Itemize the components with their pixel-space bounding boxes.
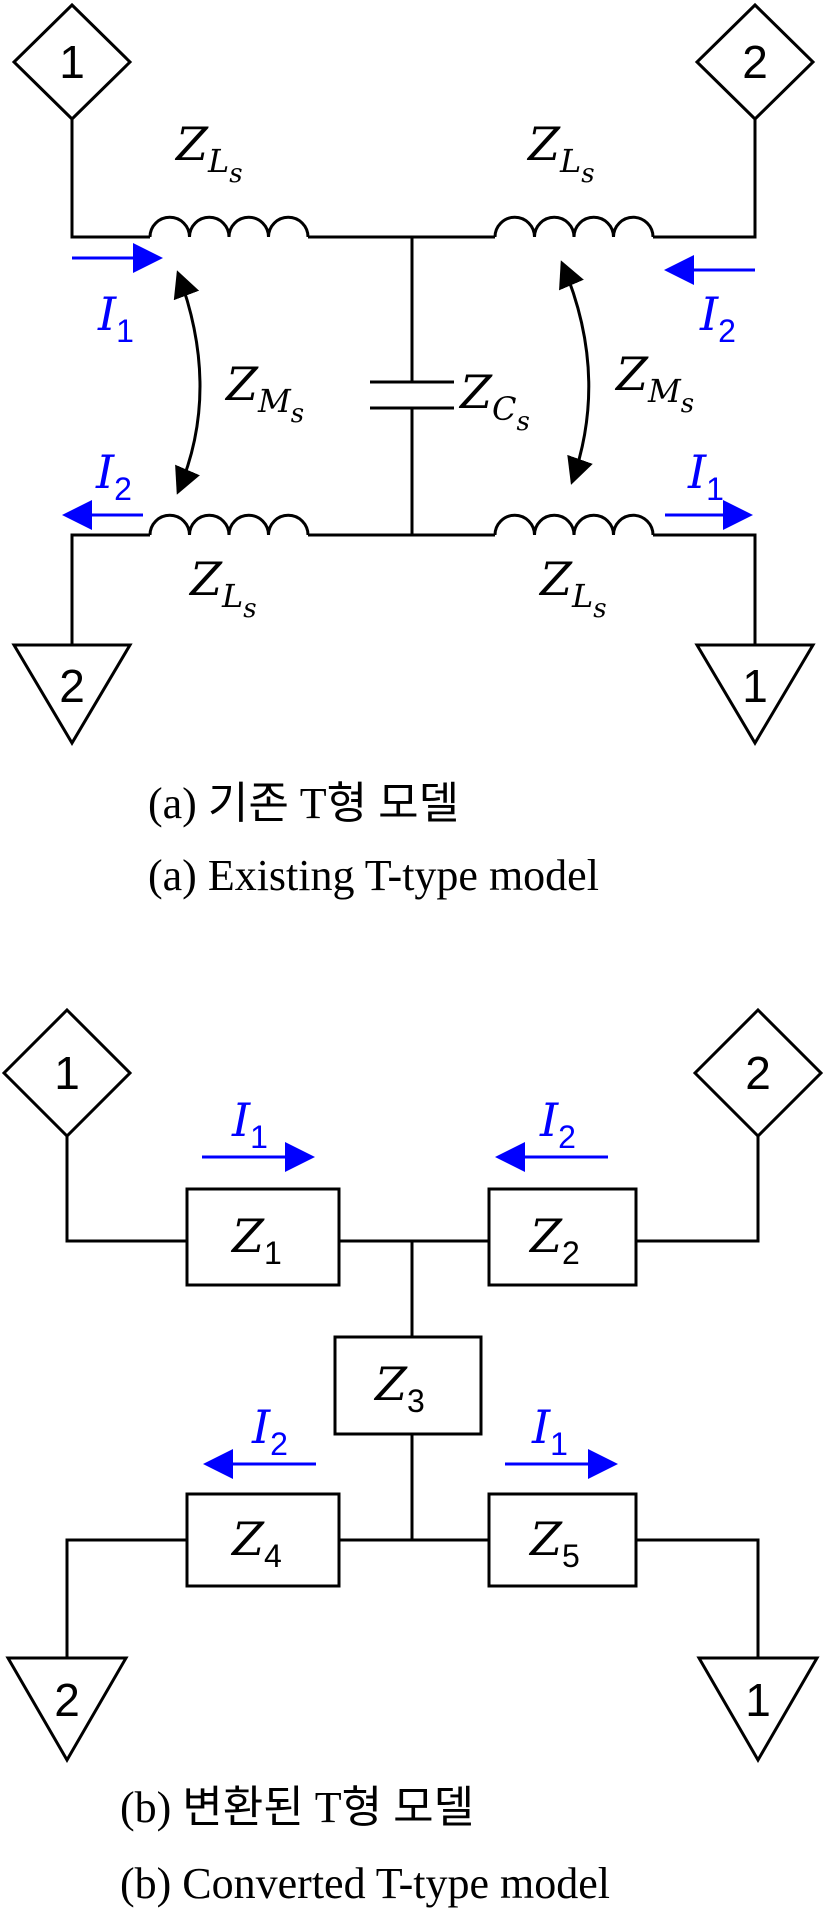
label-i2-top: I2 [539, 1093, 576, 1155]
inductor-top-left [148, 215, 310, 238]
port-label: 1 [745, 1674, 771, 1726]
port-label: 1 [54, 1047, 80, 1099]
label-zms-left: ZMs [224, 357, 304, 429]
label-i2-bottom-left: I2 [95, 445, 132, 507]
label-zls-top-right: ZLs [526, 117, 595, 189]
label-z3: Z3 [373, 1357, 425, 1419]
wire-bottom-right [653, 533, 757, 645]
caption-a-korean: (a) 기존 T형 모델 [148, 779, 459, 828]
label-z4: Z4 [230, 1512, 282, 1574]
port-2-bottom-left: 2 [5, 1656, 129, 1763]
port-2-bottom-left: 2 [11, 643, 133, 746]
port-label: 1 [742, 660, 768, 712]
label-i2-bottom: I2 [251, 1400, 288, 1462]
wire-top-left [65, 1136, 187, 1243]
wire-bottom-right [636, 1538, 760, 1658]
caption-b-korean: (b) 변환된 T형 모델 [120, 1783, 474, 1832]
port-2-top-right: 2 [692, 1007, 824, 1139]
wire-bottom-left [65, 1538, 187, 1658]
port-1-bottom-right: 1 [696, 1656, 820, 1763]
label-i2-top-right: I2 [699, 287, 736, 349]
mutual-coupling-arrow-right [559, 260, 593, 485]
port-label: 2 [745, 1047, 771, 1099]
inductor-bottom-right [493, 513, 655, 536]
port-1-bottom-right: 1 [694, 643, 816, 746]
label-i1-top: I1 [231, 1093, 268, 1155]
caption-a-english: (a) Existing T-type model [148, 851, 599, 900]
converted-t-model: 1 2 Z1 Z2 Z3 Z4 [1, 1007, 824, 1763]
impedance-box-z5: Z5 [487, 1492, 638, 1588]
port-label: 2 [59, 660, 85, 712]
impedance-box-z4: Z4 [185, 1492, 341, 1588]
wire-top-left [70, 119, 150, 239]
wire-top-right [653, 119, 757, 239]
port-1-top-left: 1 [1, 1007, 133, 1139]
port-label: 2 [54, 1674, 80, 1726]
caption-b-english: (b) Converted T-type model [120, 1859, 610, 1908]
port-label: 1 [59, 36, 85, 88]
label-zls-bottom-left: ZLs [188, 552, 257, 624]
label-z2: Z2 [528, 1209, 580, 1271]
impedance-box-z1: Z1 [185, 1187, 341, 1287]
label-zls-bottom-right: ZLs [538, 552, 607, 624]
label-i1-bottom: I1 [531, 1400, 568, 1462]
inductor-bottom-left [148, 513, 310, 536]
port-label: 2 [742, 36, 768, 88]
label-zls-top-left: ZLs [174, 117, 243, 189]
impedance-box-z2: Z2 [487, 1187, 638, 1287]
inductor-top-right [493, 215, 655, 238]
label-i1-bottom-right: I1 [687, 445, 724, 507]
port-2-top-right: 2 [694, 2, 816, 122]
mutual-coupling-arrow-left [173, 270, 202, 495]
label-z5: Z5 [528, 1512, 580, 1574]
existing-t-model: 1 2 2 1 [11, 2, 816, 746]
wire-top-right [636, 1136, 760, 1243]
label-zms-right: ZMs [614, 347, 694, 419]
wire-bottom-left [70, 533, 150, 645]
label-z1: Z1 [230, 1209, 282, 1271]
label-i1-top-left: I1 [97, 287, 134, 349]
port-1-top-left: 1 [11, 2, 133, 122]
label-zcs: ZCs [458, 365, 530, 437]
impedance-box-z3: Z3 [333, 1335, 483, 1436]
